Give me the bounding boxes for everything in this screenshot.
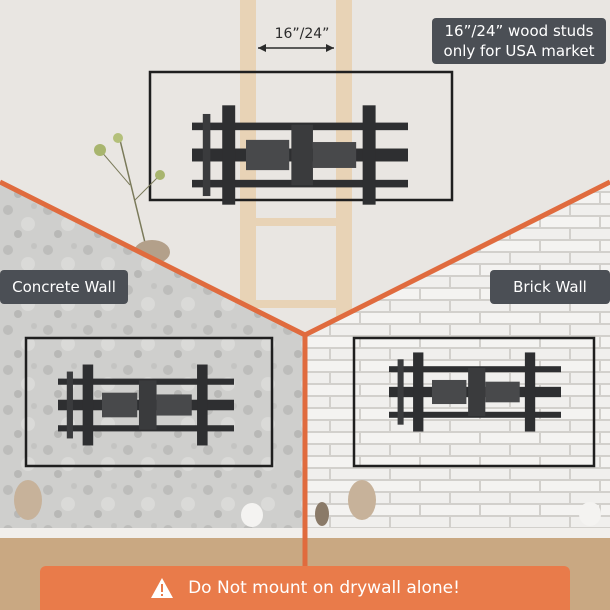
warning-text: Do Not mount on drywall alone! (188, 578, 460, 598)
wood-studs-label-line1: 16”/24” wood studs (444, 22, 594, 40)
drywall-warning-banner: Do Not mount on drywall alone! (40, 566, 570, 610)
wood-studs-label-line2: only for USA market (443, 42, 595, 60)
concrete-wall-label: Concrete Wall (0, 270, 128, 304)
wood-studs-label: 16”/24” wood studs only for USA market (432, 18, 606, 64)
warning-triangle-icon (151, 578, 174, 598)
stud-spacing-label: 16”/24” (274, 26, 330, 42)
brick-wall-label: Brick Wall (490, 270, 610, 304)
